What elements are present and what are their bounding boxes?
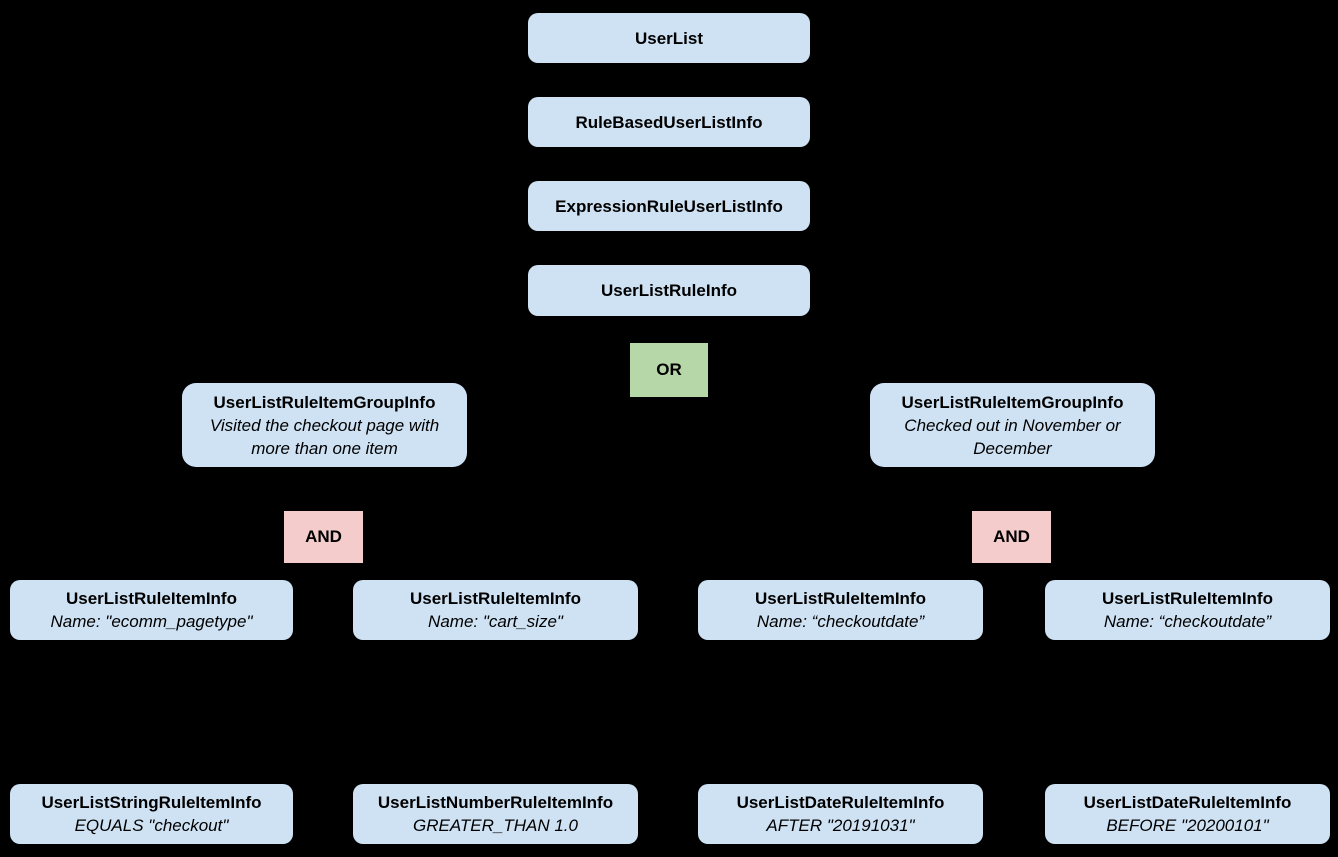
- leaf-date-rule-item-before-operator: BEFORE "20200101": [1106, 816, 1269, 835]
- rule-item-cart-size: UserListRuleItemInfo Name: "cart_size": [353, 580, 638, 640]
- leaf-string-rule-item: UserListStringRuleItemInfo EQUALS "check…: [10, 784, 293, 844]
- rule-item-cart-size-title: UserListRuleItemInfo: [410, 589, 581, 608]
- or-operator-label: OR: [656, 360, 682, 379]
- leaf-string-rule-item-operator: EQUALS "checkout": [74, 816, 229, 835]
- node-expressionruleuserlistinfo: ExpressionRuleUserListInfo: [528, 181, 810, 231]
- node-userlistruleinfo: UserListRuleInfo: [528, 265, 810, 316]
- rule-item-ecomm-pagetype-title: UserListRuleItemInfo: [66, 589, 237, 608]
- or-operator: OR: [630, 343, 708, 397]
- group-checkout-page-title: UserListRuleItemGroupInfo: [213, 392, 436, 412]
- rule-item-checkoutdate-after-name: Name: “checkoutdate”: [756, 612, 925, 631]
- leaf-number-rule-item-operator: GREATER_THAN 1.0: [412, 816, 578, 835]
- node-rulebaseduserlistinfo: RuleBasedUserListInfo: [528, 97, 810, 147]
- node-expressionruleuserlistinfo-label: ExpressionRuleUserListInfo: [555, 196, 783, 216]
- rule-item-checkoutdate-after: UserListRuleItemInfo Name: “checkoutdate…: [698, 580, 983, 640]
- rule-item-ecomm-pagetype-name: Name: "ecomm_pagetype": [50, 612, 253, 631]
- leaf-date-rule-item-after: UserListDateRuleItemInfo AFTER "20191031…: [698, 784, 983, 844]
- and-operator-left-label: AND: [305, 527, 342, 546]
- rule-item-checkoutdate-before-title: UserListRuleItemInfo: [1102, 589, 1273, 608]
- group-checked-out-nov-dec-title: UserListRuleItemGroupInfo: [901, 392, 1124, 412]
- leaf-number-rule-item: UserListNumberRuleItemInfo GREATER_THAN …: [353, 784, 638, 844]
- group-checkout-page: UserListRuleItemGroupInfo Visited the ch…: [182, 383, 467, 467]
- node-userlistruleinfo-label: UserListRuleInfo: [600, 281, 738, 300]
- leaf-date-rule-item-after-title: UserListDateRuleItemInfo: [736, 793, 945, 812]
- node-userlist: UserList: [528, 13, 810, 63]
- rule-item-ecomm-pagetype: UserListRuleItemInfo Name: "ecomm_pagety…: [10, 580, 293, 640]
- and-operator-left: AND: [284, 511, 363, 563]
- group-checked-out-nov-dec-description: Checked out in November or December: [904, 415, 1121, 458]
- node-userlist-label: UserList: [634, 28, 704, 48]
- leaf-number-rule-item-title: UserListNumberRuleItemInfo: [377, 793, 614, 812]
- leaf-date-rule-item-before-title: UserListDateRuleItemInfo: [1083, 793, 1292, 812]
- leaf-date-rule-item-before: UserListDateRuleItemInfo BEFORE "2020010…: [1045, 784, 1330, 844]
- group-checkout-page-description: Visited the checkout page with more than…: [209, 415, 440, 458]
- and-operator-right-label: AND: [993, 527, 1030, 546]
- leaf-date-rule-item-after-operator: AFTER "20191031": [766, 816, 915, 835]
- and-operator-right: AND: [972, 511, 1051, 563]
- group-checked-out-nov-dec: UserListRuleItemGroupInfo Checked out in…: [870, 383, 1155, 467]
- rule-item-cart-size-name: Name: "cart_size": [428, 612, 563, 631]
- node-rulebaseduserlistinfo-label: RuleBasedUserListInfo: [575, 112, 763, 132]
- rule-item-checkoutdate-before-name: Name: “checkoutdate”: [1103, 612, 1272, 631]
- rule-item-checkoutdate-after-title: UserListRuleItemInfo: [755, 589, 926, 608]
- leaf-string-rule-item-title: UserListStringRuleItemInfo: [41, 793, 262, 812]
- rule-item-checkoutdate-before: UserListRuleItemInfo Name: “checkoutdate…: [1045, 580, 1330, 640]
